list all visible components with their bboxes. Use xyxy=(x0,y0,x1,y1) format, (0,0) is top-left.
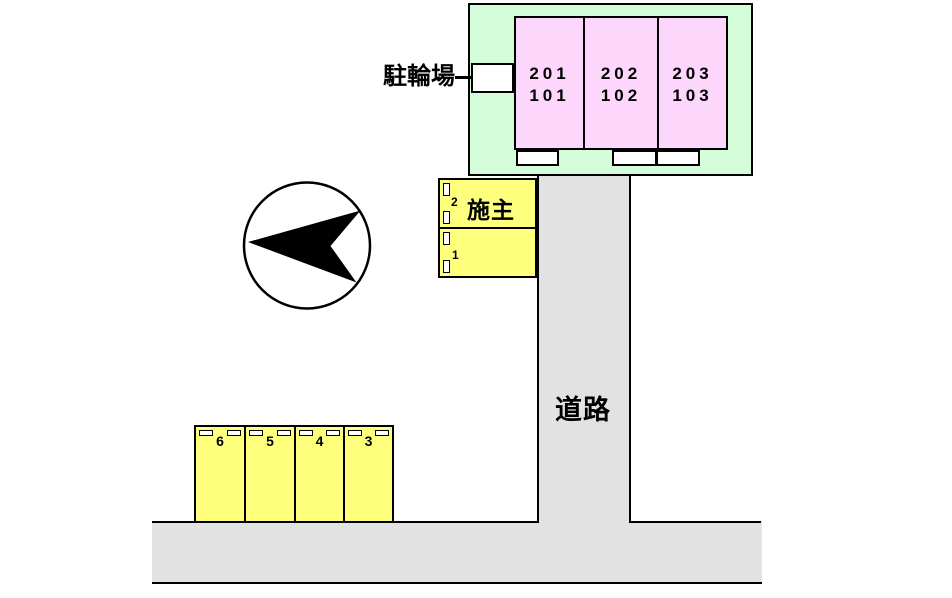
wheel-stop-mark xyxy=(348,430,362,436)
unit-number-upper: 202 xyxy=(600,63,642,83)
wheel-stop-mark xyxy=(299,430,313,436)
parking-space-6: 6 xyxy=(194,425,246,523)
wheel-stop-mark xyxy=(375,430,389,436)
entrance-porch xyxy=(656,150,700,166)
road-edge-line xyxy=(629,521,761,523)
unit-cell-201-101: 201 101 xyxy=(516,18,583,148)
owner-parking-space-2: 2 施主 xyxy=(438,178,537,229)
space-number: 3 xyxy=(364,433,373,449)
parking-space-3: 3 xyxy=(343,425,394,523)
wheel-stop-mark xyxy=(326,430,340,436)
entrance-porch xyxy=(516,150,559,166)
leader-line xyxy=(455,76,473,79)
owner-label: 施主 xyxy=(467,197,515,223)
wheel-stop-mark xyxy=(443,260,450,273)
unit-number-lower: 102 xyxy=(600,85,642,105)
apartment-building: 201 101 202 102 203 103 xyxy=(514,16,728,150)
parking-space-5: 5 xyxy=(244,425,296,523)
vertical-road xyxy=(537,176,631,523)
bicycle-parking-label: 駐輪場 xyxy=(383,63,455,90)
unit-number-lower: 103 xyxy=(672,85,713,105)
wheel-stop-mark xyxy=(277,430,291,436)
unit-number-lower: 101 xyxy=(529,85,570,105)
compass-icon xyxy=(242,181,372,310)
owner-parking-space-1: 1 xyxy=(438,227,537,278)
wheel-stop-mark xyxy=(199,430,213,436)
unit-number-upper: 201 xyxy=(529,63,570,83)
space-number: 6 xyxy=(216,433,224,449)
road-label: 道路 xyxy=(555,395,611,425)
wheel-stop-mark xyxy=(443,232,450,245)
space-number: 1 xyxy=(452,248,459,262)
parking-space-4: 4 xyxy=(294,425,345,523)
unit-number-upper: 203 xyxy=(672,63,713,83)
space-number: 5 xyxy=(266,433,274,449)
entrance-porch xyxy=(612,150,657,166)
space-number: 4 xyxy=(315,433,324,449)
wheel-stop-mark xyxy=(443,183,450,196)
unit-cell-203-103: 203 103 xyxy=(657,18,726,148)
wheel-stop-mark xyxy=(227,430,241,436)
horizontal-road xyxy=(152,521,762,584)
space-number: 2 xyxy=(451,195,458,209)
unit-cell-202-102: 202 102 xyxy=(583,18,657,148)
north-arrow-icon xyxy=(248,210,361,283)
wheel-stop-mark xyxy=(249,430,263,436)
bicycle-parking-box xyxy=(471,63,514,93)
wheel-stop-mark xyxy=(443,211,450,224)
